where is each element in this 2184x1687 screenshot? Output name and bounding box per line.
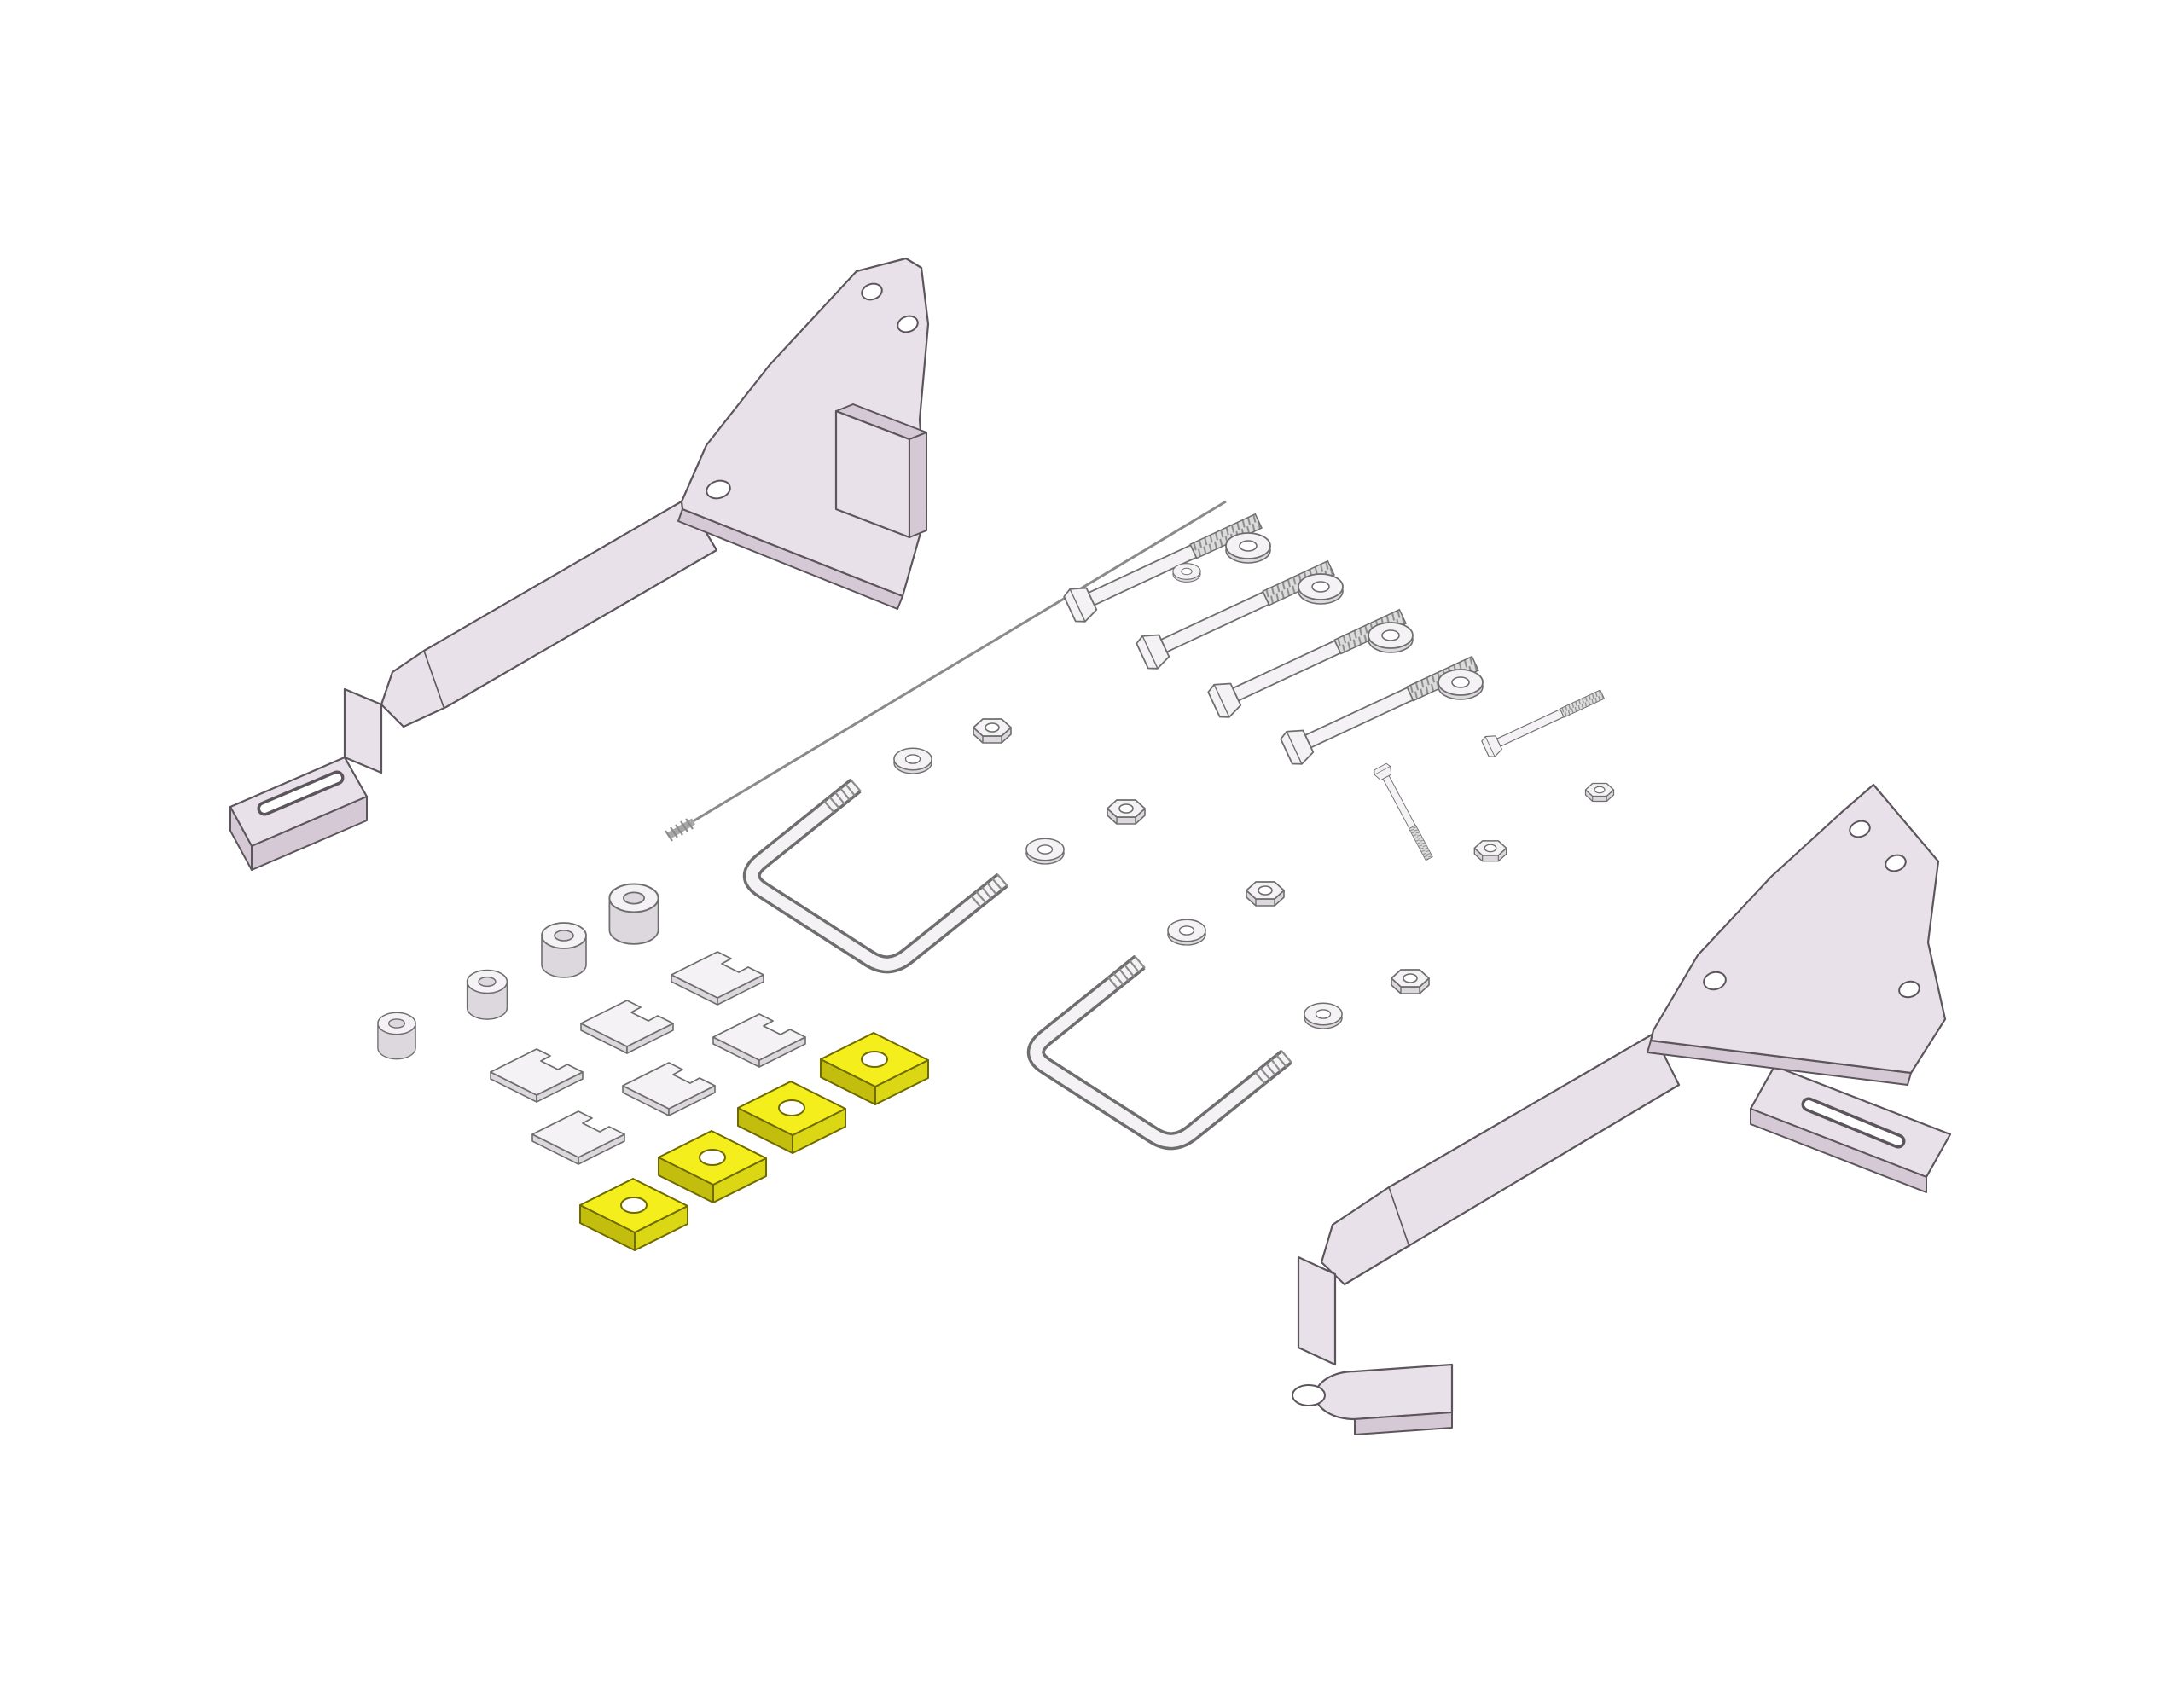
cylindrical-spacer-4 xyxy=(608,883,659,945)
notched-shim-plate-4 xyxy=(712,1013,806,1068)
flat-washer-7 xyxy=(1025,838,1065,865)
left-bracket-foot-riser xyxy=(343,687,383,774)
right-bracket-foot-hole xyxy=(1292,1384,1326,1406)
cylindrical-spacer-1 xyxy=(377,1012,416,1060)
flat-washer-2 xyxy=(1298,573,1344,605)
notched-shim-plate-3 xyxy=(490,1048,584,1103)
right-bracket-hole-mid xyxy=(1703,971,1727,991)
yellow-isolator-block-2 xyxy=(737,1081,846,1154)
notched-shim-plate-1 xyxy=(671,951,764,1006)
yellow-isolator-block-1 xyxy=(820,1032,929,1105)
cylindrical-spacer-3 xyxy=(541,922,587,978)
notched-shim-plate-6 xyxy=(531,1110,625,1165)
left-bracket-hole-top-1 xyxy=(861,282,883,301)
hex-bolt-short-1 xyxy=(1479,683,1608,760)
notched-shim-plate-2 xyxy=(580,1000,674,1054)
flat-washer-1 xyxy=(1225,532,1271,564)
flat-washer-4 xyxy=(1438,669,1484,700)
left-bracket-foot-slot xyxy=(257,770,345,816)
left-bracket-hole-mid xyxy=(706,479,731,500)
hex-nut-2 xyxy=(1107,799,1146,825)
right-bracket-foot-plate xyxy=(1314,1363,1454,1421)
right-bracket-slot-arm-edge xyxy=(1750,1108,1927,1193)
notched-shim-plate-5 xyxy=(622,1062,716,1116)
hex-nut-3 xyxy=(1246,881,1285,907)
flat-washer-3 xyxy=(1368,622,1414,653)
yellow-isolator-block-3 xyxy=(658,1130,767,1203)
right-bracket-foot-riser xyxy=(1297,1255,1337,1366)
square-u-bolt-2 xyxy=(1036,956,1292,1141)
flat-washer-9 xyxy=(1304,1002,1343,1029)
right-bracket-plate xyxy=(1649,783,1947,1075)
right-bracket-foot-front xyxy=(1354,1412,1453,1435)
flat-washer-6 xyxy=(893,747,932,774)
left-bracket-tab-side xyxy=(909,432,927,538)
right-bracket-hole-top-1 xyxy=(1849,820,1871,838)
flat-washer-5 xyxy=(1172,563,1201,583)
mounting-bracket-left xyxy=(229,257,930,871)
left-bracket-foot-end xyxy=(229,806,253,871)
hex-nut-1 xyxy=(973,718,1012,744)
mounting-bracket-right xyxy=(1292,783,1952,1435)
flat-washer-8 xyxy=(1167,919,1206,946)
hex-nut-4 xyxy=(1391,969,1430,994)
right-bracket-arm xyxy=(1320,1032,1681,1286)
hex-bolt-short-2 xyxy=(1372,762,1438,864)
right-bracket-arm-slot xyxy=(1801,1097,1906,1149)
yellow-isolator-block-4 xyxy=(579,1178,688,1251)
square-u-bolt-1 xyxy=(752,780,1008,965)
cylindrical-spacer-2 xyxy=(466,969,508,1020)
left-bracket-hole-top-2 xyxy=(897,315,919,333)
left-bracket-arm xyxy=(380,497,718,728)
hex-nut-5 xyxy=(1473,840,1507,862)
threaded-rod xyxy=(665,500,1227,842)
hex-nut-6 xyxy=(1584,782,1615,803)
right-bracket-hole-top-2 xyxy=(1885,854,1907,872)
right-bracket-hole-side xyxy=(1898,980,1920,999)
